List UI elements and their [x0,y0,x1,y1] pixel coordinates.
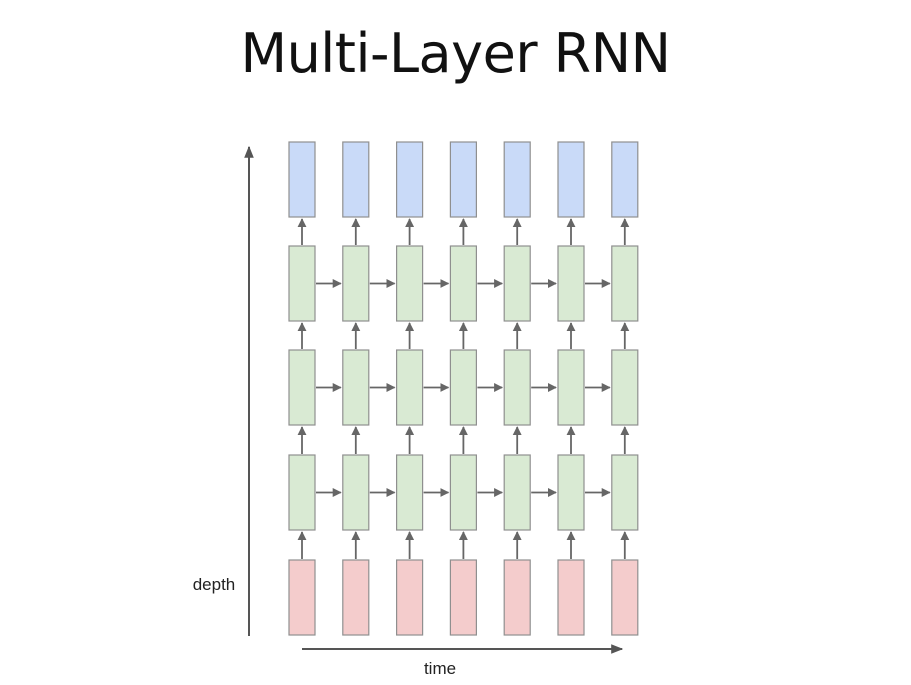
output-cell [503,141,531,218]
hidden-cell [611,245,639,322]
output-cell [396,141,424,218]
depth-axis-label: depth [193,575,236,594]
output-cell [611,141,639,218]
hidden-cell [503,454,531,531]
hidden-cell [611,454,639,531]
hidden-cell [396,245,424,322]
output-cell [449,141,477,218]
hidden-cell [288,245,316,322]
input-cell [557,559,585,636]
input-cell [449,559,477,636]
output-cell [557,141,585,218]
hidden-cell [449,349,477,426]
hidden-cell [396,454,424,531]
hidden-cell [342,245,370,322]
input-cell [342,559,370,636]
input-cell [396,559,424,636]
hidden-cell [288,454,316,531]
output-cell [342,141,370,218]
input-cell [503,559,531,636]
hidden-cell [342,349,370,426]
hidden-cell [557,349,585,426]
slide-title: Multi-Layer RNN [240,22,671,85]
connection-arrows [297,218,630,559]
hidden-cell [396,349,424,426]
input-cell [611,559,639,636]
input-cell [288,559,316,636]
hidden-cell [342,454,370,531]
rnn-cells [288,141,639,636]
axes: depth time [193,145,624,678]
hidden-cell [288,349,316,426]
hidden-cell [503,245,531,322]
hidden-cell [557,245,585,322]
hidden-cell [449,245,477,322]
output-cell [288,141,316,218]
hidden-cell [449,454,477,531]
time-axis-label: time [424,659,456,678]
hidden-cell [611,349,639,426]
hidden-cell [557,454,585,531]
hidden-cell [503,349,531,426]
